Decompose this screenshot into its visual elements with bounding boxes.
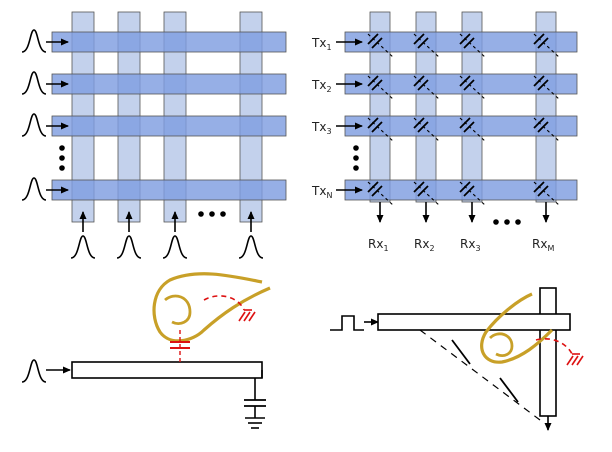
mutual-capacitor-2-3	[459, 75, 487, 101]
mutual-capacitor-4-4	[533, 181, 561, 207]
mutual-capacitor-3-3	[459, 117, 487, 143]
drive-pulse-icon	[21, 359, 47, 383]
mutual-capacitor-4-3	[459, 181, 487, 207]
finger-to-ground-coupling	[203, 295, 245, 311]
mutual-capacitor-1-1	[367, 33, 395, 59]
left-column-drive-2	[116, 211, 142, 259]
mutual-capacitor-2-1	[367, 75, 395, 101]
tx-label-4: TxN	[311, 184, 332, 200]
mutual-capacitance-touch	[330, 287, 584, 431]
self-cap-electrode	[71, 361, 263, 379]
right-row-ellipsis	[353, 145, 359, 171]
finger-icon	[152, 272, 271, 343]
tx-label-3: Tx3	[311, 120, 332, 136]
mutual-capacitor-symbols	[367, 33, 561, 207]
tx-label-2: Tx2	[311, 78, 332, 94]
mutual-capacitor-4-2	[413, 181, 441, 207]
earth-icon	[238, 309, 256, 322]
left-row-drive-3	[21, 113, 69, 137]
left-row-ellipsis	[59, 145, 65, 171]
left-column-ellipsis	[198, 211, 226, 217]
left-column-drive-1	[70, 211, 96, 259]
left-row-electrode-1	[51, 31, 287, 53]
tx-rx-coupling	[419, 329, 541, 421]
mutual-capacitor-3-2	[413, 117, 441, 143]
square-pulse-icon	[330, 315, 364, 331]
mutual-capacitor-3-4	[533, 117, 561, 143]
ground-icon	[245, 417, 265, 429]
mutual-capacitor-1-4	[533, 33, 561, 59]
left-column-drive-3	[162, 211, 188, 259]
mutual-capacitor-2-2	[413, 75, 441, 101]
earth-icon-2	[566, 353, 584, 366]
mutual-capacitor-3-1	[367, 117, 395, 143]
rx-label-4: RxM	[532, 237, 554, 253]
mutual-capacitor-2-4	[533, 75, 561, 101]
rx-label-3: Rx3	[460, 237, 481, 253]
left-grid	[21, 11, 287, 259]
tx-electrode	[377, 313, 571, 331]
rx-electrode	[539, 287, 557, 417]
rx-label-2: Rx2	[414, 237, 435, 253]
left-row-electrode-3	[51, 115, 287, 137]
finger-to-ground-coupling-2	[535, 338, 573, 355]
tx-label-1: Tx1	[311, 36, 332, 52]
left-row-drive-1	[21, 29, 69, 53]
mutual-capacitor-1-2	[413, 33, 441, 59]
left-row-electrode-2	[51, 73, 287, 95]
mutual-capacitor-1-3	[459, 33, 487, 59]
left-row-drive-2	[21, 71, 69, 95]
left-row-drive-4	[21, 177, 69, 201]
left-row-electrode-4	[51, 179, 287, 201]
fingernail-icon	[164, 294, 192, 325]
left-column-drive-4	[238, 211, 264, 259]
finger-icon-2	[480, 292, 554, 364]
rx-label-1: Rx1	[368, 237, 389, 253]
fingernail-icon-2	[489, 332, 514, 357]
right-column-ellipsis	[493, 219, 521, 225]
self-capacitance-touch	[21, 272, 271, 429]
mutual-capacitor-4-1	[367, 181, 395, 207]
right-grid: Tx1 Tx2 Tx3 TxN Rx1 Rx2 Rx3 RxM	[311, 11, 578, 253]
